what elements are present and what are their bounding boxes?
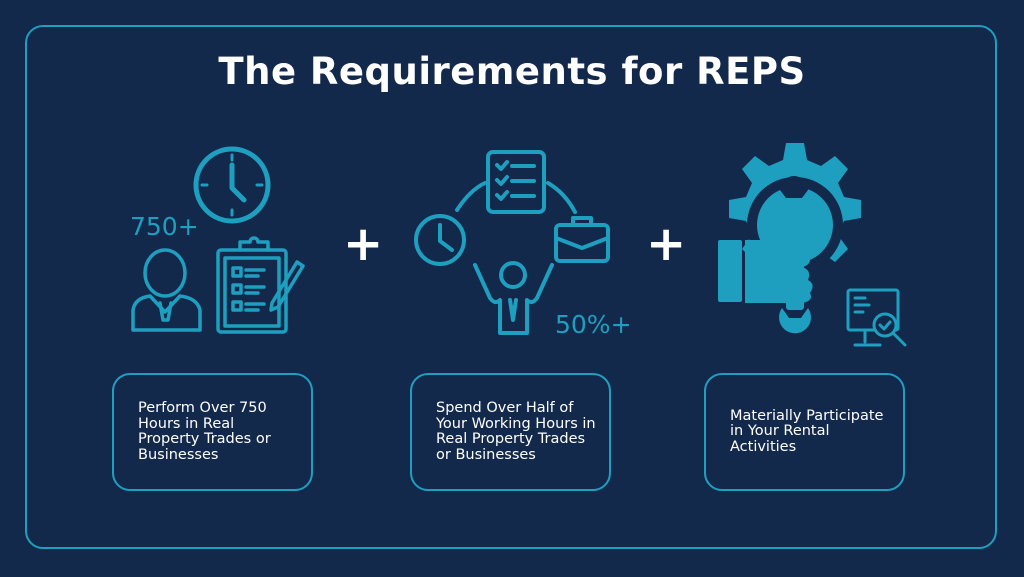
clock-icon — [414, 214, 466, 266]
requirement-text: Materially Participate in Your Rental Ac… — [730, 407, 884, 455]
cycle-arcs — [455, 181, 577, 214]
person-icon — [131, 248, 202, 332]
monitor-magnifier-icon — [846, 288, 907, 347]
requirement-card-half-time: Spend Over Half of Your Working Hours in… — [410, 373, 611, 491]
clock-icon — [193, 146, 271, 224]
checklist-icon — [486, 150, 546, 214]
briefcase-icon — [554, 216, 610, 263]
hours-stat: 750+ — [130, 212, 199, 241]
requirement-text: Perform Over 750 Hours in Real Property … — [138, 400, 271, 463]
requirement-card-participation: Materially Participate in Your Rental Ac… — [704, 373, 905, 491]
cheering-person-icon — [473, 261, 554, 335]
infographic-frame — [25, 25, 997, 549]
plus-operator-2: + — [646, 216, 687, 272]
requirement-text: Spend Over Half of Your Working Hours in… — [436, 400, 596, 463]
plus-operator-1: + — [343, 216, 384, 272]
hand-wrench-icon — [718, 176, 813, 334]
page-title: The Requirements for REPS — [218, 50, 806, 93]
clipboard-checklist-icon — [216, 236, 305, 334]
percent-stat: 50%+ — [555, 310, 632, 339]
requirement-card-hours: Perform Over 750 Hours in Real Property … — [112, 373, 313, 491]
